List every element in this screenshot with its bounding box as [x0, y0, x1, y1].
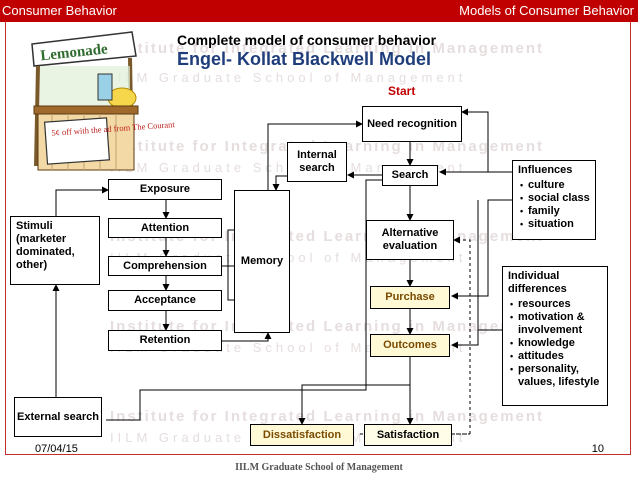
- box-purchase: Purchase: [370, 286, 450, 309]
- individual-differences-title: Individual differences: [508, 270, 567, 295]
- lemonade-stand-clipart: Lemonade 5¢ off with the ad from The Cou…: [31, 31, 176, 171]
- arrow-influences-need: [461, 108, 512, 173]
- individual-differences-list: resources motivation & involvement knowl…: [508, 298, 602, 389]
- footer-institute: IILM Graduate School of Management: [235, 462, 403, 473]
- box-need-recognition: Need recognition: [362, 106, 462, 142]
- header-left-title: Consumer Behavior: [2, 3, 117, 18]
- box-alternative-evaluation: Alternative evaluation: [366, 220, 454, 260]
- influence-item: social class: [520, 192, 590, 205]
- box-individual-differences: Individual differences resources motivat…: [502, 266, 608, 406]
- box-dissatisfaction: Dissatisfaction: [250, 424, 354, 446]
- footer-date: 07/04/15: [35, 443, 78, 455]
- arrow-individual-outcomes: [451, 329, 502, 349]
- arrow-retention-memory: [222, 332, 272, 342]
- diagram-subtitle: Engel- Kollat Blackwell Model: [177, 49, 432, 69]
- dashed-satisfaction-alt: [452, 236, 471, 435]
- individual-difference-item: attitudes: [510, 350, 602, 363]
- influence-item: family: [520, 205, 590, 218]
- box-stimuli: Stimuli (marketer dominated, other): [10, 216, 100, 285]
- box-attention: Attention: [108, 218, 222, 238]
- box-influences: Influences culture social class family s…: [512, 160, 596, 240]
- influences-title: Influences: [518, 164, 573, 176]
- arrow-memory-need: [267, 120, 363, 190]
- box-exposure: Exposure: [108, 179, 222, 200]
- box-memory: Memory: [234, 190, 290, 333]
- individual-difference-item: personality, values, lifestyle: [510, 363, 602, 389]
- box-retention: Retention: [108, 330, 222, 351]
- box-acceptance: Acceptance: [108, 290, 222, 311]
- lemonade-sign-text: Lemonade: [40, 41, 109, 64]
- arrow-stimuli-exposure: [55, 186, 109, 216]
- arrow-internal-memory: [272, 175, 287, 191]
- influence-item: culture: [520, 179, 590, 192]
- box-comprehension: Comprehension: [108, 256, 222, 276]
- diagram-title: Complete model of consumer behavior: [177, 32, 437, 48]
- individual-difference-item: resources: [510, 298, 602, 311]
- box-satisfaction: Satisfaction: [364, 424, 452, 446]
- line-search-external: [106, 179, 382, 421]
- watermark-line: IILM Graduate School of Management: [110, 160, 462, 175]
- watermark-line: Institute for Integrated Learning in Man…: [110, 408, 545, 425]
- influences-list: culture social class family situation: [518, 179, 590, 231]
- line-individual-influences: [477, 200, 502, 331]
- individual-difference-item: motivation & involvement: [510, 311, 602, 337]
- slide-number: 10: [591, 443, 604, 455]
- watermark-line: IILM Graduate School of Management: [110, 70, 467, 85]
- slide-frame: [5, 22, 631, 455]
- header-right-title: Models of Consumer Behavior: [459, 3, 634, 18]
- box-outcomes: Outcomes: [370, 334, 450, 357]
- box-internal-search: Internal search: [287, 142, 347, 182]
- start-label: Start: [388, 84, 416, 98]
- box-external-search: External search: [14, 397, 102, 437]
- watermark-line: Institute for Integrated Learning in Man…: [110, 40, 545, 57]
- individual-difference-item: knowledge: [510, 337, 602, 350]
- arrow-outcomes-dissatisfaction: [298, 357, 411, 425]
- influence-item: situation: [520, 218, 590, 231]
- header-bar: Consumer Behavior Models of Consumer Beh…: [0, 0, 638, 22]
- box-search: Search: [382, 165, 438, 186]
